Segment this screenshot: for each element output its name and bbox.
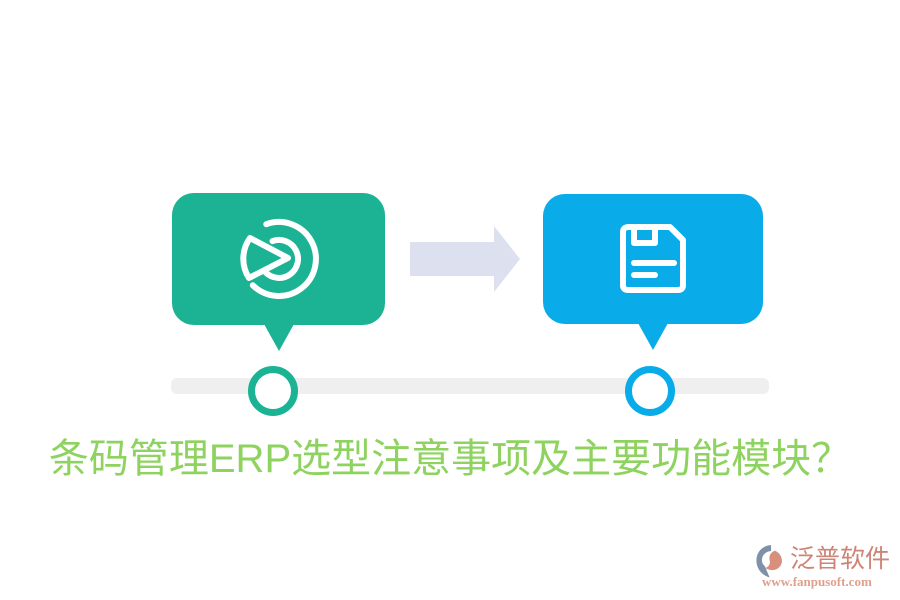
step-bubble-2 [543,194,763,350]
timeline-node-1 [248,366,298,416]
brand-watermark: 泛普软件 www.fanpusoft.com [752,542,892,592]
save-floppy-icon [620,224,686,293]
step-bubble-1 [172,193,385,351]
pie-chart-icon [239,219,319,299]
timeline-bar [171,378,769,394]
arrow-right-icon [410,226,520,292]
page-title: 条码管理ERP选型注意事项及主要功能模块？ [48,437,852,481]
bubble-tail [263,324,294,351]
brand-name: 泛普软件 [790,545,891,573]
timeline-node-2 [625,366,675,416]
fanpu-logo-icon [756,544,782,578]
bubble-tail [638,323,668,350]
brand-url: www.fanpusoft.com [762,574,872,589]
